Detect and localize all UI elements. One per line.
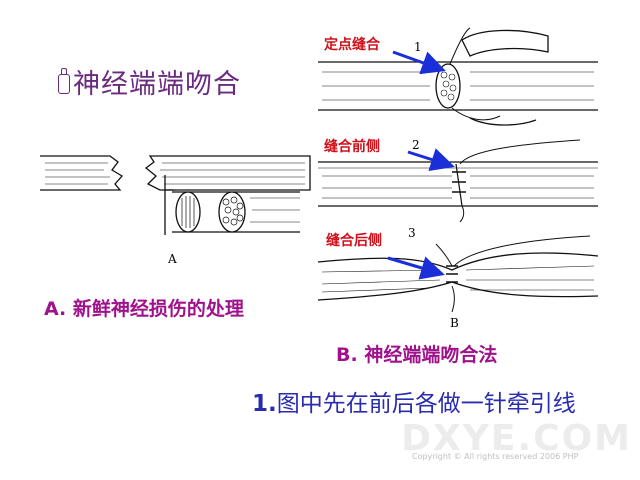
- slide-title: 神经端端吻合: [58, 62, 241, 101]
- label-suture-front: 缝合前侧: [324, 139, 380, 155]
- arrow-suture-back: [387, 256, 445, 280]
- figure-b2-drawing: [318, 139, 598, 223]
- label-suture-back: 缝合后侧: [326, 233, 382, 249]
- arrow-suture-front: [407, 148, 455, 172]
- figure-a-drawing: [40, 155, 311, 235]
- figure-number-1: 1: [414, 40, 422, 54]
- slide-note: 1.图中先在前后各做一针牵引线: [252, 384, 576, 418]
- note-text: 图中先在前后各做一针牵引线: [276, 391, 576, 417]
- figure-b3-drawing: [317, 235, 599, 313]
- figure-letter-b: B: [450, 316, 459, 330]
- candle-bullet-icon: [58, 68, 70, 94]
- figure-number-3: 3: [408, 226, 416, 240]
- copyright-text: Copyright © All rights reserved 2006 PHP: [412, 452, 579, 461]
- figure-b1-drawing: [318, 27, 598, 126]
- caption-a: A. 新鲜神经损伤的处理: [44, 298, 244, 320]
- figure-number-2: 2: [412, 138, 420, 152]
- arrow-fixed-point: [392, 50, 446, 75]
- caption-b: B. 神经端端吻合法: [336, 344, 498, 366]
- note-number: 1.: [252, 391, 277, 417]
- figure-letter-a: A: [168, 252, 177, 266]
- label-fixed-point-suture: 定点缝合: [324, 37, 380, 53]
- watermark: DXYE.COM: [401, 418, 632, 459]
